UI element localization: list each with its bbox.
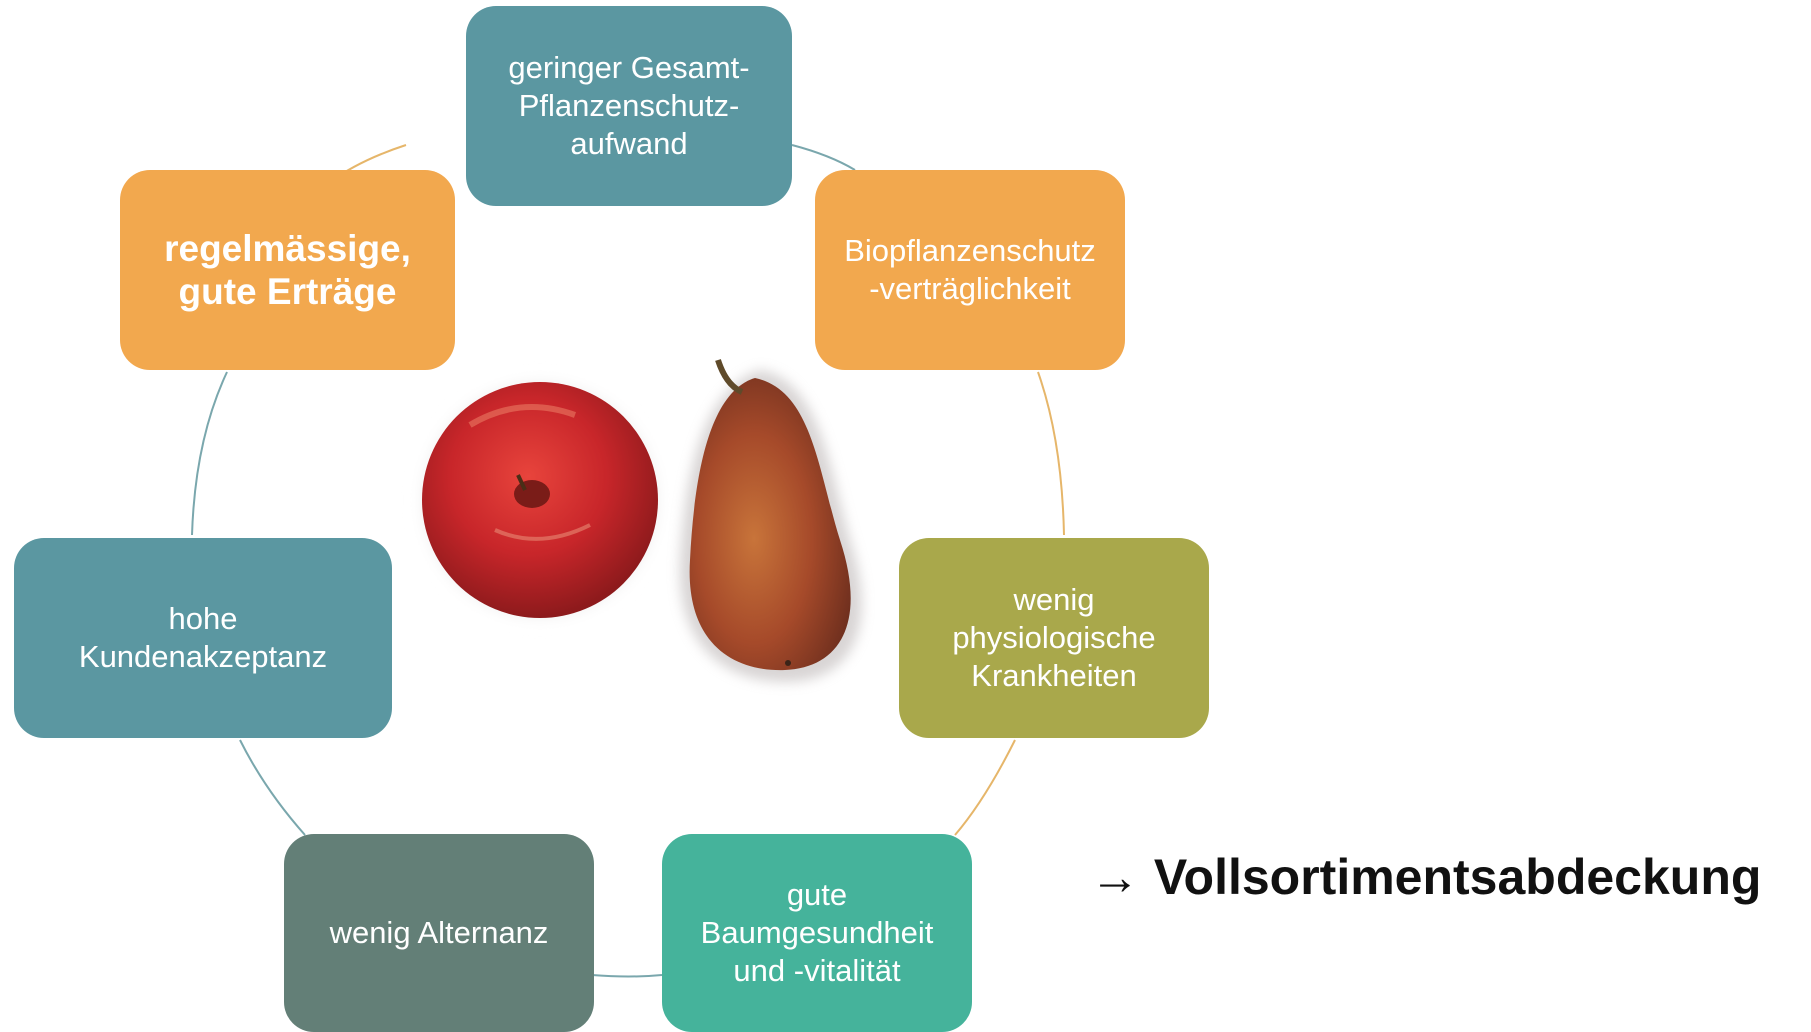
box-bio-compatibility-text: Biopflanzenschutz -verträglichkeit xyxy=(844,232,1096,308)
box-regular-yields: regelmässige, gute Erträge xyxy=(120,170,455,370)
ring-segment-right-upper xyxy=(1038,372,1064,535)
pear-image xyxy=(680,360,862,682)
box-customer-acceptance: hohe Kundenakzeptanz xyxy=(14,538,392,738)
conclusion-text: → Vollsortimentsabdeckung xyxy=(1090,848,1761,906)
box-physiological-diseases: wenig physiologische Krankheiten xyxy=(899,538,1209,738)
box-alternance: wenig Alternanz xyxy=(284,834,594,1032)
ring-segment-top-right xyxy=(792,145,855,170)
ring-segment-right-lower xyxy=(955,740,1015,835)
box-physiological-diseases-text: wenig physiologische Krankheiten xyxy=(952,581,1155,695)
ring-segment-left-upper xyxy=(192,372,227,535)
ring-segment-left-lower xyxy=(240,740,305,835)
box-alternance-text: wenig Alternanz xyxy=(330,914,549,952)
box-bio-compatibility: Biopflanzenschutz -verträglichkeit xyxy=(815,170,1125,370)
box-customer-acceptance-text: hohe Kundenakzeptanz xyxy=(79,600,327,676)
apple-image xyxy=(412,372,668,628)
box-plant-protection-effort-text: geringer Gesamt- Pflanzenschutz- aufwand xyxy=(508,49,749,163)
ring-segment-bottom xyxy=(592,975,662,977)
box-regular-yields-text: regelmässige, gute Erträge xyxy=(164,227,411,313)
box-plant-protection-effort: geringer Gesamt- Pflanzenschutz- aufwand xyxy=(466,6,792,206)
box-tree-health: gute Baumgesundheit und -vitalität xyxy=(662,834,972,1032)
box-tree-health-text: gute Baumgesundheit und -vitalität xyxy=(701,876,934,990)
